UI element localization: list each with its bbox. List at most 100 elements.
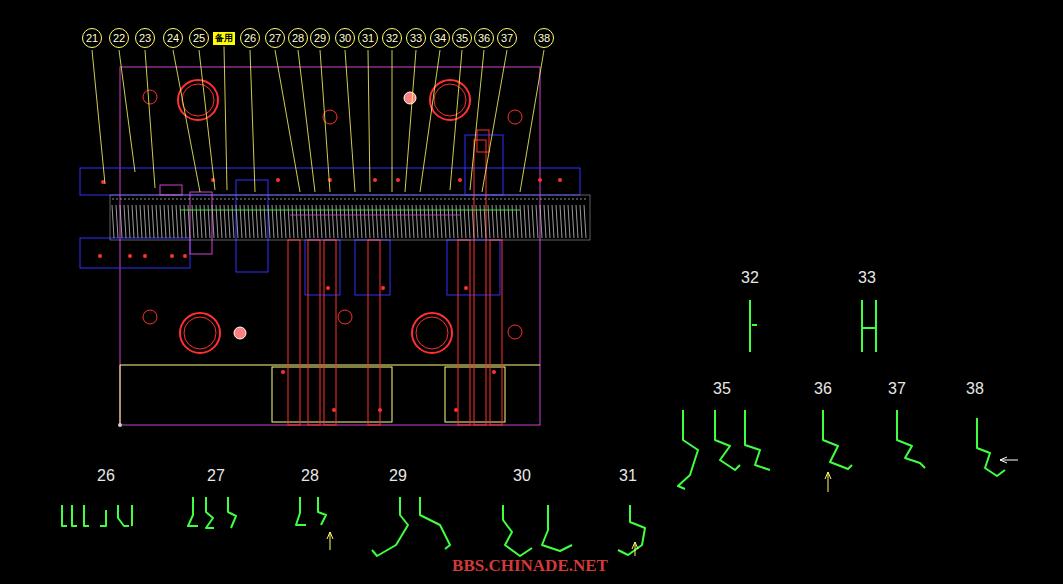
profile-number: 28 — [301, 468, 319, 484]
spare-tag: 备用 — [213, 32, 235, 45]
profile-number: 30 — [513, 468, 531, 484]
leader-line — [368, 50, 370, 192]
callout-circle: 29 — [310, 28, 330, 48]
bend-profile — [977, 418, 1005, 476]
die-plate — [458, 178, 462, 182]
die-plate — [492, 370, 496, 374]
callout-circle: 30 — [335, 28, 355, 48]
die-plate — [308, 240, 320, 425]
bend-profile — [862, 300, 876, 352]
die-plate — [272, 367, 392, 422]
bend-profile — [897, 410, 925, 468]
die-plate — [178, 80, 218, 120]
die-plate — [445, 367, 505, 422]
watermark: BBS.CHINADE.NET — [452, 556, 608, 576]
force-arrow — [825, 472, 831, 492]
die-plate — [288, 140, 502, 425]
callout-number: 24 — [167, 33, 179, 44]
callout-number: 38 — [538, 33, 550, 44]
die-plate — [234, 327, 246, 339]
die-plate — [458, 240, 470, 425]
leader-line — [405, 50, 416, 192]
die-plate — [368, 240, 380, 425]
bend-profile — [823, 410, 852, 469]
profile-number: 33 — [858, 270, 876, 286]
leader-line — [199, 50, 215, 190]
profile-number: 36 — [814, 381, 832, 397]
callout-number: 32 — [386, 33, 398, 44]
profile-number: 26 — [97, 468, 115, 484]
profile-number: 27 — [207, 468, 225, 484]
callout-circle: 32 — [382, 28, 402, 48]
leader-line — [173, 50, 200, 192]
strip-layout — [112, 199, 586, 200]
die-plate — [404, 92, 416, 104]
bend-profile — [296, 497, 326, 525]
force-arrow — [327, 457, 1018, 556]
callout-circle: 21 — [82, 28, 102, 48]
callout-number: 37 — [501, 33, 513, 44]
die-plate — [328, 178, 332, 182]
die-plate — [381, 286, 385, 290]
callout-circle: 38 — [534, 28, 554, 48]
profile-number: 31 — [619, 468, 637, 484]
callout-number: 36 — [478, 33, 490, 44]
profile-number: 29 — [389, 468, 407, 484]
callout-circle: 34 — [430, 28, 450, 48]
leader-line — [345, 50, 355, 192]
leader-line — [450, 50, 462, 190]
die-plate — [182, 84, 214, 116]
callout-circle: 24 — [163, 28, 183, 48]
leader-line — [392, 50, 393, 192]
die-plate — [558, 178, 562, 182]
die-plate — [120, 365, 540, 366]
die-plate — [80, 67, 580, 427]
die-plate — [454, 408, 458, 412]
bend-profile — [750, 300, 757, 352]
strip-layout — [112, 205, 586, 238]
die-plate — [281, 370, 285, 374]
die-plate — [538, 178, 542, 182]
die-plate — [170, 254, 174, 258]
callout-number: 31 — [362, 33, 374, 44]
die-plate — [183, 254, 187, 258]
die-plate — [416, 317, 448, 349]
die-plate — [120, 365, 121, 425]
callout-number: 25 — [193, 33, 205, 44]
profile-number: 37 — [888, 381, 906, 397]
die-plate — [118, 423, 122, 427]
die-plate — [474, 140, 486, 425]
bend-profile — [503, 505, 572, 556]
die-plate — [490, 240, 502, 425]
bend-profile — [188, 497, 236, 528]
leader-line — [119, 50, 135, 172]
leader-line — [224, 47, 227, 191]
die-plate — [396, 178, 400, 182]
bend-profile — [62, 505, 132, 526]
profile-number: 32 — [741, 270, 759, 286]
die-plate — [355, 240, 390, 295]
die-plate — [143, 90, 157, 104]
callout-circle: 27 — [265, 28, 285, 48]
die-plate — [508, 110, 522, 124]
callout-number: 23 — [139, 33, 151, 44]
die-plate — [160, 185, 182, 195]
callout-circle: 28 — [288, 28, 308, 48]
force-arrow — [632, 542, 638, 556]
callout-number: 30 — [339, 33, 351, 44]
callout-circle: 26 — [240, 28, 260, 48]
die-plate — [276, 178, 280, 182]
callout-circle: 33 — [406, 28, 426, 48]
callout-circle: 37 — [497, 28, 517, 48]
callout-circle: 36 — [474, 28, 494, 48]
leader-line — [320, 50, 330, 192]
die-plate — [412, 313, 452, 353]
strip-layout — [180, 210, 520, 211]
die-plate — [80, 238, 190, 268]
callout-number: 28 — [292, 33, 304, 44]
die-plate — [305, 240, 340, 295]
die-plate — [143, 254, 147, 258]
leader-line — [298, 50, 315, 192]
die-plate — [184, 317, 216, 349]
